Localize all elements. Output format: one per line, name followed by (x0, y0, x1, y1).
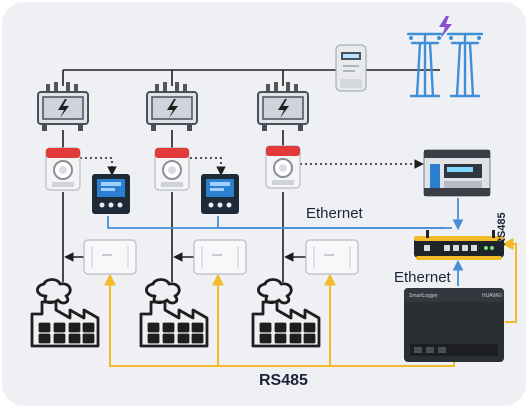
inverter-icon (193, 239, 247, 275)
energy-meter-icon (335, 44, 367, 92)
logger-brand-right: HUAWEI (482, 293, 502, 299)
ct-signal-dotted-lines (80, 157, 424, 176)
din-rail-meter-icon (423, 149, 491, 197)
current-transformer-icon (265, 145, 301, 189)
transformer-icon (146, 82, 198, 131)
factory-icon (30, 278, 100, 348)
factory-icon (139, 278, 209, 348)
power-meter-icon (92, 174, 130, 214)
power-meter-icon (201, 174, 239, 214)
factory-icon (251, 278, 321, 348)
ac-bus-line (62, 69, 440, 86)
rs485-label-bottom: RS485 (259, 372, 308, 389)
inverter-icon (83, 239, 137, 275)
current-transformer-icon (154, 147, 190, 191)
logger-brand-left: SmartLogger (409, 293, 438, 299)
router-icon (414, 230, 504, 260)
rs485-label-side: RS485 (496, 212, 508, 246)
current-transformer-icon (45, 147, 81, 191)
rs485-lines (104, 238, 517, 367)
ac-feeder-lines (62, 130, 306, 282)
pylon-icon (406, 32, 444, 98)
lightning-icon (439, 16, 452, 38)
inverter-icon (305, 239, 359, 275)
pylon-icon (446, 32, 484, 98)
ethernet-lines (107, 198, 464, 286)
ethernet-label-right: Ethernet (394, 269, 451, 286)
transformer-icon (257, 82, 309, 131)
ethernet-label-top: Ethernet (306, 205, 363, 222)
transformer-icon (37, 82, 89, 131)
data-logger-icon (404, 288, 504, 362)
